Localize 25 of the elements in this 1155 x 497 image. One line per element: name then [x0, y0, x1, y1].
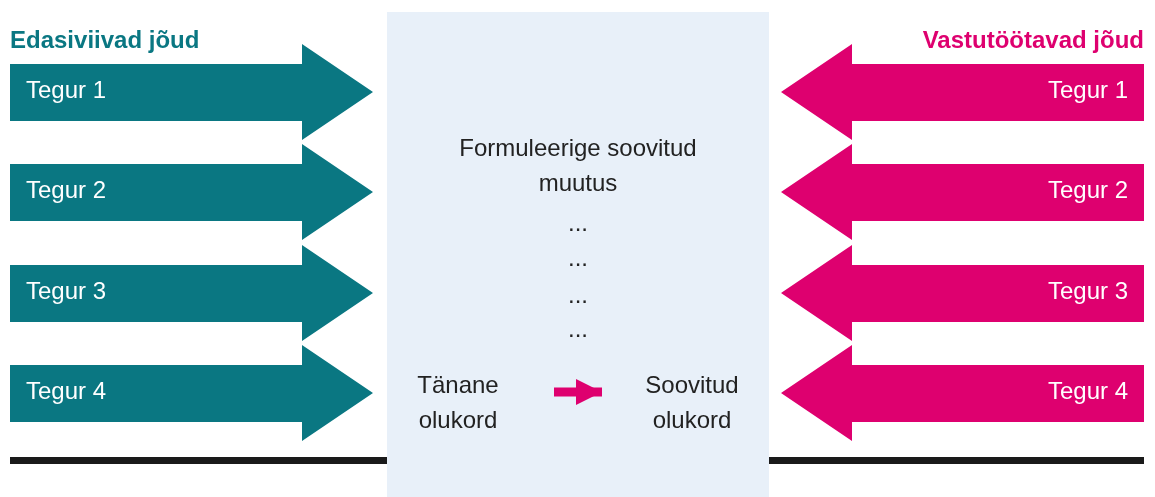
arrow — [554, 378, 602, 406]
forces-heading: Vastutöötavad jõud — [922, 26, 1144, 54]
factor-label: Tegur 4 — [1047, 377, 1128, 405]
force-arrow — [10, 245, 373, 341]
state-label: Tänane olukord — [416, 370, 500, 435]
change-panel — [387, 12, 769, 497]
force-arrow — [781, 144, 1144, 240]
ellipsis: ... — [567, 208, 589, 238]
ellipsis: ... — [567, 280, 589, 310]
ellipsis: ... — [567, 243, 589, 273]
factor-label: Tegur 3 — [26, 277, 107, 305]
force-arrow — [781, 345, 1144, 441]
factor-label: Tegur 1 — [1047, 76, 1128, 104]
factor-label: Tegur 3 — [1047, 277, 1128, 305]
factor-label: Tegur 2 — [1047, 176, 1128, 204]
force-arrow — [10, 144, 373, 240]
change-statement: Formuleerige soovitud muutus — [458, 133, 698, 198]
state-label: Soovitud olukord — [644, 370, 740, 435]
factor-label: Tegur 4 — [26, 377, 107, 405]
forces-heading: Edasiviivad jõud — [10, 26, 200, 54]
ellipsis: ... — [567, 314, 589, 344]
factor-label: Tegur 2 — [26, 176, 107, 204]
factor-label: Tegur 1 — [26, 76, 107, 104]
force-arrow — [10, 345, 373, 441]
force-arrow — [781, 245, 1144, 341]
